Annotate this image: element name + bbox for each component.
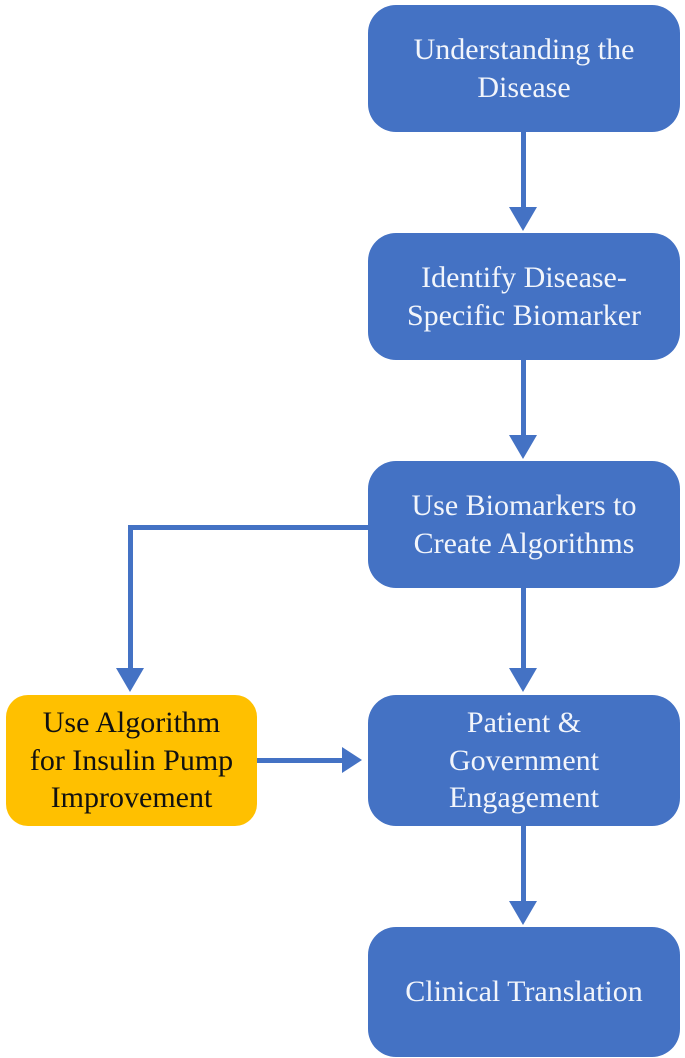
- node-patient-and-government-engagement: Patient & Government Engagement: [368, 695, 680, 826]
- arrow-line-horizontal: [128, 525, 368, 530]
- arrow-line-vertical: [128, 525, 133, 669]
- node-clinical-translation: Clinical Translation: [368, 927, 680, 1057]
- node-understanding-the-disease: Understanding the Disease: [368, 5, 680, 132]
- arrow-head-down-icon: [509, 901, 537, 925]
- arrow-line: [521, 132, 526, 208]
- node-use-biomarkers-to-create-algorithms: Use Biomarkers to Create Algorithms: [368, 461, 680, 588]
- arrow-head-down-icon: [509, 435, 537, 459]
- arrow-line: [521, 588, 526, 669]
- node-use-algorithm-for-insulin-pump-improvement: Use Algorithm for Insulin Pump Improveme…: [6, 695, 257, 826]
- arrow-head-right-icon: [342, 747, 362, 773]
- node-identify-disease-specific-biomarker: Identify Disease- Specific Biomarker: [368, 233, 680, 360]
- arrow-head-down-icon: [116, 668, 144, 692]
- arrow-head-down-icon: [509, 668, 537, 692]
- arrow-head-down-icon: [509, 207, 537, 231]
- arrow-line: [257, 758, 343, 763]
- arrow-line: [521, 360, 526, 436]
- arrow-line: [521, 826, 526, 902]
